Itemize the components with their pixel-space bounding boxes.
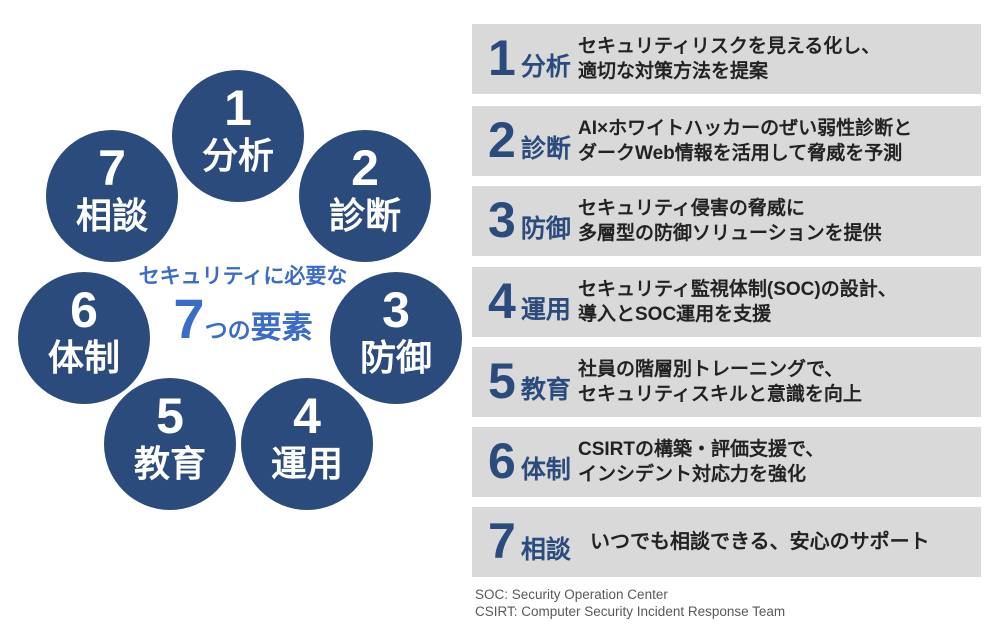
center-large-text: 要素 xyxy=(250,310,313,345)
list-row-4-operation: 4 運用 セキュリティ監視体制(SOC)の設計、 導入とSOC運用を支援 xyxy=(472,267,981,337)
row-number: 3 xyxy=(488,191,516,248)
row-label: 診断 xyxy=(520,134,571,163)
row-description-line1: AI×ホワイトハッカーのぜい弱性診断と xyxy=(578,118,913,139)
row-number: 2 xyxy=(488,111,516,168)
row-label: 相談 xyxy=(520,535,571,564)
list-row-2-diagnosis: 2 診断 AI×ホワイトハッカーのぜい弱性診断と ダークWeb情報を活用して脅威… xyxy=(472,106,981,176)
row-number-label: 4 運用 xyxy=(488,272,578,329)
row-number-label: 6 体制 xyxy=(488,432,578,489)
row-description-line1: セキュリティ侵害の脅威に xyxy=(578,198,805,219)
row-description-line1: セキュリティリスクを見える化し、 xyxy=(578,36,881,57)
row-description-line2: ダークWeb情報を活用して脅威を予測 xyxy=(578,143,903,164)
circle-label: 教育 xyxy=(133,443,206,484)
ring-circle-1-analysis: 1 分析 xyxy=(172,70,304,202)
footnote-soc: SOC: Security Operation Center xyxy=(475,587,668,602)
row-label: 教育 xyxy=(520,375,571,404)
circle-number: 4 xyxy=(293,388,321,444)
footnotes: SOC: Security Operation Center CSIRT: Co… xyxy=(475,586,785,620)
row-description-line2: 導入とSOC運用を支援 xyxy=(578,304,772,325)
row-label: 防御 xyxy=(520,214,571,243)
list-row-6-structure: 6 体制 CSIRTの構築・評価支援で、 インシデント対応力を強化 xyxy=(472,427,981,497)
center-big-number: 7 xyxy=(173,287,205,350)
row-description-line1: セキュリティ監視体制(SOC)の設計、 xyxy=(578,279,897,300)
row-number: 4 xyxy=(488,272,516,329)
row-label: 体制 xyxy=(520,455,571,484)
row-description: 社員の階層別トレーニングで、 セキュリティスキルと意識を向上 xyxy=(578,357,862,407)
row-number-label: 1 分析 xyxy=(488,29,578,86)
circle-label: 運用 xyxy=(270,443,343,484)
center-small-text: つの xyxy=(204,317,251,343)
row-number-label: 7 相談 xyxy=(488,512,578,569)
row-number: 7 xyxy=(488,512,516,569)
row-description-line2: セキュリティスキルと意識を向上 xyxy=(578,384,862,405)
circle-number: 3 xyxy=(382,282,410,338)
ring-circle-5-education: 5 教育 xyxy=(104,378,236,510)
circle-number: 6 xyxy=(70,282,98,338)
ring-circle-3-defense: 3 防御 xyxy=(330,272,462,404)
ring-circle-2-diagnosis: 2 診断 xyxy=(299,130,431,262)
row-description: セキュリティ監視体制(SOC)の設計、 導入とSOC運用を支援 xyxy=(578,277,897,327)
row-description-line2: インシデント対応力を強化 xyxy=(578,464,807,485)
row-description: CSIRTの構築・評価支援で、 インシデント対応力を強化 xyxy=(578,437,824,487)
center-caption-line1: セキュリティに必要な xyxy=(138,265,348,288)
row-label: 分析 xyxy=(520,52,571,81)
row-number-label: 3 防御 xyxy=(488,191,578,248)
circle-label: 診断 xyxy=(328,195,401,236)
circle-label: 体制 xyxy=(47,337,120,378)
row-description: いつでも相談できる、安心のサポート xyxy=(590,530,930,555)
list-row-3-defense: 3 防御 セキュリティ侵害の脅威に 多層型の防御ソリューションを提供 xyxy=(472,186,981,256)
row-description-line1: いつでも相談できる、安心のサポート xyxy=(590,530,930,553)
circle-number: 1 xyxy=(224,80,252,136)
row-description-line2: 多層型の防御ソリューションを提供 xyxy=(578,223,882,244)
circle-number: 5 xyxy=(156,388,184,444)
row-number-label: 5 教育 xyxy=(488,352,578,409)
row-label: 運用 xyxy=(520,295,571,324)
circle-label: 分析 xyxy=(201,135,274,176)
row-description-line2: 適切な対策方法を提案 xyxy=(578,61,769,82)
circle-label: 防御 xyxy=(359,337,432,378)
row-description-line1: CSIRTの構築・評価支援で、 xyxy=(578,439,825,460)
row-number: 5 xyxy=(488,352,516,409)
list-row-1-analysis: 1 分析 セキュリティリスクを見える化し、 適切な対策方法を提案 xyxy=(472,24,981,94)
row-description-line1: 社員の階層別トレーニングで、 xyxy=(578,359,844,380)
row-number: 1 xyxy=(488,29,516,86)
circle-number: 7 xyxy=(98,140,126,196)
ring-circle-7-consultation: 7 相談 xyxy=(46,130,178,262)
row-number: 6 xyxy=(488,432,516,489)
list-row-5-education: 5 教育 社員の階層別トレーニングで、 セキュリティスキルと意識を向上 xyxy=(472,347,981,417)
circle-number: 2 xyxy=(351,140,379,196)
row-description: セキュリティリスクを見える化し、 適切な対策方法を提案 xyxy=(578,34,880,84)
row-number-label: 2 診断 xyxy=(488,111,578,168)
footnote-csirt: CSIRT: Computer Security Incident Respon… xyxy=(475,604,786,619)
circle-label: 相談 xyxy=(75,195,148,236)
ring-circle-6-structure: 6 体制 xyxy=(18,272,150,404)
row-description: AI×ホワイトハッカーのぜい弱性診断と ダークWeb情報を活用して脅威を予測 xyxy=(578,116,912,166)
list-row-7-consultation: 7 相談 いつでも相談できる、安心のサポート xyxy=(472,507,981,577)
ring-circle-4-operation: 4 運用 xyxy=(241,378,373,510)
row-description: セキュリティ侵害の脅威に 多層型の防御ソリューションを提供 xyxy=(578,196,882,246)
